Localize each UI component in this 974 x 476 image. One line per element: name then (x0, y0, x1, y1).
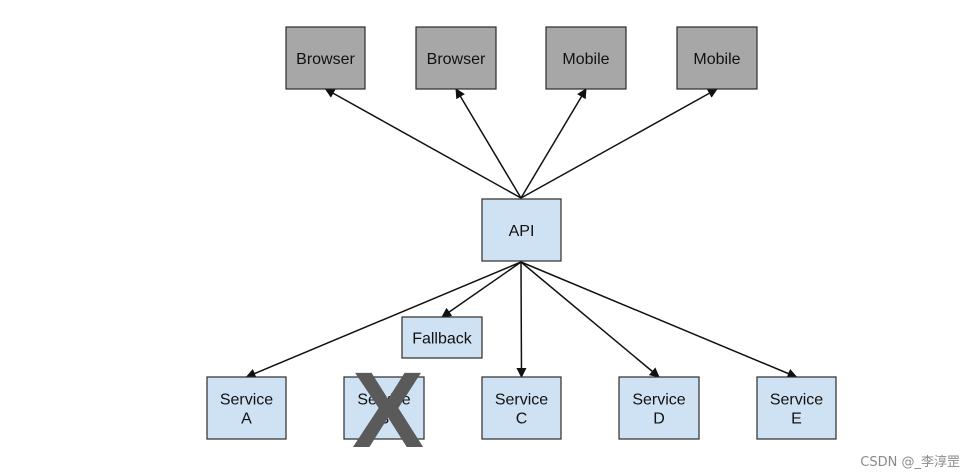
service-a-label: A (241, 411, 252, 428)
arrow-browser-1 (324, 88, 522, 199)
edge-api-to-mobile-1 (520, 88, 587, 199)
service-e-box (756, 376, 837, 440)
client-browser-2-box (415, 26, 497, 90)
api-gateway: API (481, 198, 562, 262)
api-gateway-box (481, 198, 562, 262)
fallback-node-label: Fallback (412, 331, 473, 348)
failed-x-mark: X (352, 349, 424, 470)
arrow-service-e (520, 261, 798, 379)
edge-api-to-browser-1 (324, 88, 522, 199)
arrow-service-d (520, 261, 660, 378)
edge-api-to-service-a (245, 261, 522, 379)
service-a-label: Service (220, 392, 273, 409)
arrow-service-a (245, 261, 522, 379)
client-mobile-1-box (545, 26, 627, 90)
client-browser-1: Browser (285, 26, 366, 90)
service-d-label: Service (632, 392, 685, 409)
watermark: CSDN @_李淳罡 (860, 455, 960, 470)
arrow-service-c (516, 261, 527, 378)
client-mobile-1: Mobile (545, 26, 627, 90)
api-gateway-label: API (509, 223, 535, 240)
client-mobile-2-box (676, 26, 758, 90)
service-c-label: Service (495, 392, 548, 409)
fallback-node: Fallback (401, 316, 483, 359)
service-c-box (481, 376, 562, 440)
edge-api-to-service-d (520, 261, 660, 378)
edge-api-to-service-c (516, 261, 527, 378)
edge-api-to-fallback (441, 261, 522, 318)
client-browser-1-box (285, 26, 366, 90)
service-a-box (206, 376, 287, 440)
client-browser-1-label: Browser (296, 51, 355, 68)
client-browser-2-label: Browser (427, 51, 486, 68)
client-mobile-1-label: Mobile (562, 51, 609, 68)
service-d-label: D (653, 411, 665, 428)
service-b-box (343, 376, 425, 440)
arrow-mobile-1 (520, 88, 587, 199)
client-browser-2: Browser (415, 26, 497, 90)
arrow-mobile-2 (520, 88, 718, 199)
client-mobile-2-label: Mobile (693, 51, 740, 68)
fallback-node-box (401, 316, 483, 359)
service-d-box (618, 376, 700, 440)
service-e-label: E (791, 411, 802, 428)
client-mobile-2: Mobile (676, 26, 758, 90)
service-b-label: B (379, 411, 390, 428)
arrow-browser-2 (455, 88, 522, 199)
edge-api-to-browser-2 (455, 88, 522, 199)
service-c-label: C (516, 411, 528, 428)
edge-api-to-service-e (520, 261, 798, 379)
service-b-label: Service (357, 392, 410, 409)
service-e-label: Service (770, 392, 823, 409)
edges-layer (245, 88, 798, 379)
arrow-fallback (441, 261, 522, 318)
overlay-layer: X (352, 349, 424, 470)
edge-api-to-mobile-2 (520, 88, 718, 199)
